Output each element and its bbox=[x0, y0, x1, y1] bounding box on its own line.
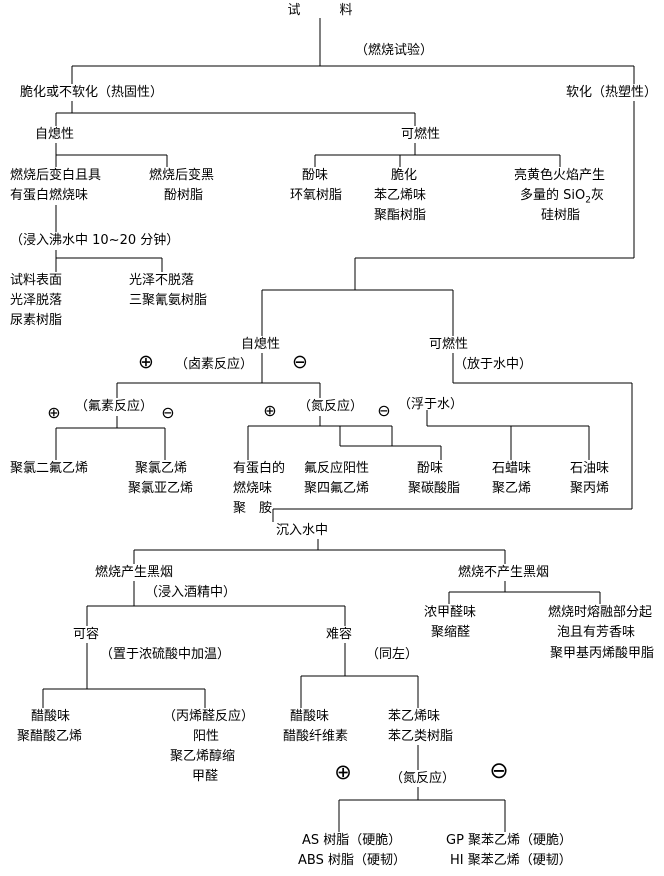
pvc: 聚氯乙烯 bbox=[135, 461, 188, 476]
plus-icon: ⊕ bbox=[138, 351, 154, 373]
polyacetal: 聚缩醛 bbox=[431, 625, 471, 640]
ca-acetic-smell: 醋酸味 bbox=[290, 709, 330, 724]
alcohol-test: （浸入酒精中） bbox=[145, 585, 237, 600]
pc-phenol-smell: 酚味 bbox=[417, 461, 444, 476]
styrene-smell-2: 苯乙烯味 bbox=[388, 709, 441, 724]
plus-icon: ⊕ bbox=[334, 760, 352, 784]
sio2-ash: 多量的 SiO2灰 bbox=[520, 188, 604, 206]
plus-icon: ⊕ bbox=[263, 401, 277, 420]
black-line1: 燃烧后变黑 bbox=[149, 168, 215, 183]
fluorine-test: （氟素反应） bbox=[75, 399, 154, 414]
melamine-line1: 光泽不脱落 bbox=[129, 273, 195, 288]
urea-resin: 尿素树脂 bbox=[10, 313, 63, 328]
boil-step: （浸入沸水中 10~20 分钟） bbox=[10, 233, 180, 248]
water-test: （放于水中） bbox=[454, 357, 533, 372]
minus-icon: ⊖ bbox=[377, 401, 391, 420]
sulfuric-acid-test: （置于浓硫酸中加温） bbox=[100, 647, 231, 662]
hi-polystyrene: HI 聚苯乙烯（硬韧） bbox=[450, 853, 572, 868]
brittle-label: 脆化 bbox=[391, 168, 418, 183]
petroleum-smell: 石油味 bbox=[570, 461, 610, 476]
minus-icon: ⊖ bbox=[161, 403, 175, 422]
floats-in-water: （浮于水） bbox=[398, 397, 464, 412]
gp-polystyrene: GP 聚苯乙烯（硬脆） bbox=[446, 833, 573, 848]
protein-line1: 燃烧后变白且具 bbox=[10, 168, 102, 183]
pvac-acetic-smell: 醋酸味 bbox=[31, 709, 71, 724]
polyamide-line1: 有蛋白的 bbox=[233, 461, 286, 476]
thermoset-flammable: 可燃性 bbox=[401, 127, 441, 142]
acrolein-test: （丙烯醛反应） bbox=[163, 709, 255, 724]
styrenic-resin: 苯乙类树脂 bbox=[388, 729, 454, 744]
insoluble: 难容 bbox=[326, 627, 353, 642]
root-label: 试 料 bbox=[287, 3, 353, 18]
thermoplastic-label: 软化（热塑性） bbox=[566, 85, 658, 100]
thermoplastic-flammable: 可燃性 bbox=[429, 337, 469, 352]
polyamide-line2: 燃烧味 bbox=[233, 481, 273, 496]
abs-resin: ABS 树脂（硬韧） bbox=[298, 853, 406, 868]
phenol-smell: 酚味 bbox=[302, 168, 329, 183]
thermoset-self-extinguishing: 自熄性 bbox=[35, 127, 75, 142]
melamine-resin: 三聚氰氨树脂 bbox=[129, 293, 208, 308]
same-as-left: （同左） bbox=[366, 647, 419, 662]
urea-line2: 光泽脱落 bbox=[10, 293, 63, 308]
urea-line1: 试料表面 bbox=[10, 273, 63, 288]
burn-test-label: （燃烧试验） bbox=[355, 43, 434, 58]
polypropylene: 聚丙烯 bbox=[570, 481, 610, 496]
minus-icon: ⊖ bbox=[489, 758, 509, 784]
no-black-smoke: 燃烧不产生黑烟 bbox=[458, 565, 550, 580]
pmma-line1: 燃烧时熔融部分起 bbox=[548, 605, 653, 620]
styrene-smell: 苯乙烯味 bbox=[374, 188, 427, 203]
polyester-resin: 聚酯树脂 bbox=[374, 208, 427, 223]
protein-line2: 有蛋白燃烧味 bbox=[10, 188, 89, 203]
minus-icon: ⊖ bbox=[292, 351, 308, 373]
paraffin-smell: 石蜡味 bbox=[492, 461, 532, 476]
fluorine-positive: 氟反应阳性 bbox=[304, 461, 370, 476]
epoxy-resin: 环氧树脂 bbox=[290, 188, 343, 203]
pmma: 聚甲基丙烯酸甲脂 bbox=[550, 646, 655, 661]
polyamide: 聚 胺 bbox=[233, 501, 273, 516]
halogen-test: （卤素反应） bbox=[175, 357, 254, 372]
thermoplastic-self-extinguishing: 自熄性 bbox=[241, 337, 281, 352]
sinks-in-water: 沉入水中 bbox=[276, 523, 329, 538]
thermoset-label: 脆化或不软化（热固性） bbox=[20, 85, 164, 100]
acrolein-positive: 阳性 bbox=[193, 729, 220, 744]
phenolic-resin: 酚树脂 bbox=[164, 188, 204, 203]
cellulose-acetate: 醋酸纤维素 bbox=[283, 729, 349, 744]
pctfe: 聚氯二氟乙烯 bbox=[10, 461, 89, 476]
pvac: 聚醋酸乙烯 bbox=[17, 729, 83, 744]
pmma-line2: 泡且有芳香味 bbox=[557, 625, 636, 640]
polyethylene: 聚乙烯 bbox=[492, 481, 532, 496]
ptfe: 聚四氟乙烯 bbox=[304, 481, 370, 496]
formaldehyde-smell: 浓甲醛味 bbox=[424, 605, 477, 620]
yellow-flame: 亮黄色火焰产生 bbox=[514, 168, 606, 183]
pvdc: 聚氯亚乙烯 bbox=[128, 481, 194, 496]
black-smoke: 燃烧产生黑烟 bbox=[95, 565, 174, 580]
plus-icon: ⊕ bbox=[47, 403, 61, 422]
nitrogen-test-2: （氮反应） bbox=[390, 771, 456, 786]
polycarbonate: 聚碳酸脂 bbox=[408, 481, 461, 496]
as-resin: AS 树脂（硬脆） bbox=[302, 833, 402, 848]
nitrogen-test: （氮反应） bbox=[298, 399, 364, 414]
soluble: 可容 bbox=[73, 627, 100, 642]
pvf-line1: 聚乙烯醇缩 bbox=[170, 749, 236, 764]
pvf-line2: 甲醛 bbox=[192, 769, 219, 784]
silicone-resin: 硅树脂 bbox=[541, 208, 581, 223]
